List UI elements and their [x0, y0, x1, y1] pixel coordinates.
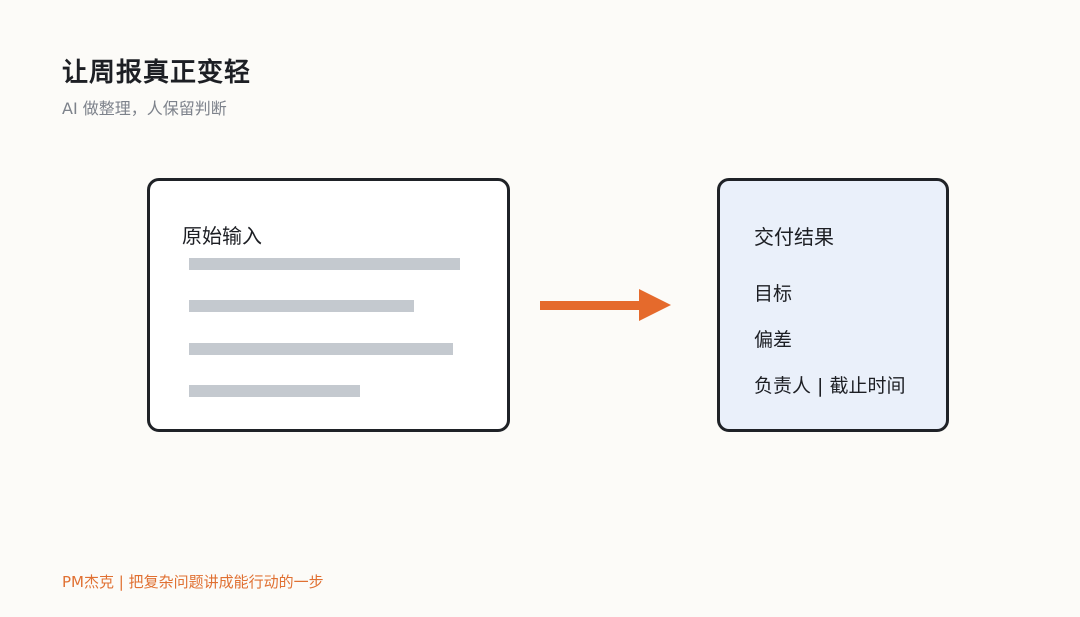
output-item-goal: 目标	[754, 283, 793, 305]
footer-credit: PM杰克 | 把复杂问题讲成能行动的一步	[62, 573, 324, 591]
arrow-right-icon	[540, 289, 671, 321]
placeholder-line	[189, 343, 453, 355]
output-card: 交付结果 目标 偏差 负责人 | 截止时间	[717, 178, 949, 432]
page-title: 让周报真正变轻	[62, 58, 252, 88]
input-card: 原始输入	[147, 178, 510, 432]
placeholder-line	[189, 258, 460, 270]
placeholder-line	[189, 385, 360, 397]
placeholder-line	[189, 300, 414, 312]
input-card-title: 原始输入	[182, 224, 262, 248]
page-subtitle: AI 做整理，人保留判断	[62, 99, 227, 118]
output-item-owner-deadline: 负责人 | 截止时间	[754, 375, 906, 397]
output-item-deviation: 偏差	[754, 329, 793, 351]
output-card-title: 交付结果	[754, 225, 834, 249]
